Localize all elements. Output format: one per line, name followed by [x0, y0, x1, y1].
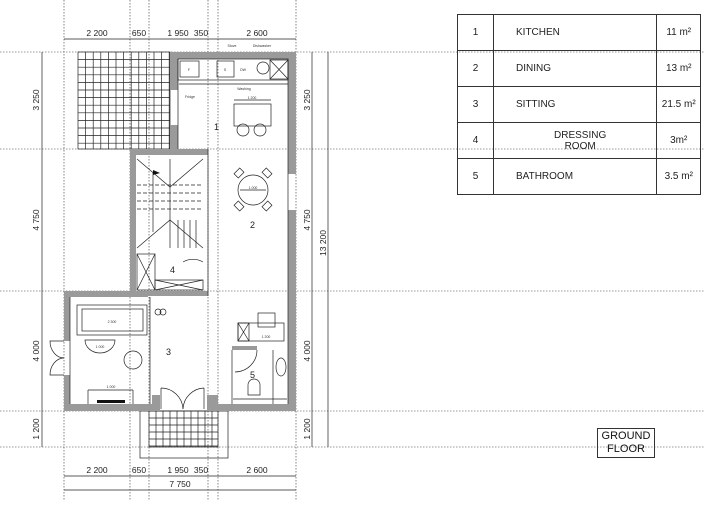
room-area: 3m² — [656, 122, 702, 159]
room-name: BATHROOM — [492, 158, 658, 195]
sitting-furniture: 2 300 1 000 1 000 — [49, 304, 167, 404]
bottom-dim: 650 — [132, 465, 146, 475]
bottom-dim: 2 200 — [86, 465, 108, 475]
kitchen-table: 1 200 — [233, 96, 272, 137]
room-no: 3 — [457, 86, 494, 123]
washing-label: Washing — [237, 87, 251, 91]
stove-mark: S — [224, 68, 227, 72]
room-area: 3.5 m² — [656, 158, 702, 195]
right-dim: 1 200 — [302, 418, 312, 440]
room-no: 5 — [457, 158, 494, 195]
desk: 1 200 — [237, 312, 285, 342]
title-line-2: FLOOR — [607, 443, 645, 455]
room-number-4: 4 — [170, 265, 175, 275]
bottom-dim: 2 600 — [246, 465, 268, 475]
room-name: SITTING — [492, 86, 658, 123]
fridge-label: Fridge — [185, 95, 195, 99]
total-width-dim: 7 750 — [169, 479, 191, 489]
terrace — [77, 51, 171, 150]
dishwasher-label: Dishwasher — [253, 44, 272, 48]
top-dim: 650 — [132, 28, 146, 38]
left-dim: 1 200 — [31, 418, 41, 440]
porch — [148, 410, 219, 448]
dressing-room-fittings — [136, 253, 204, 291]
kitchen-counter: F S DW Stove Dishwasher Fridge Washing — [177, 44, 289, 99]
dishwasher-mark: DW — [240, 68, 247, 72]
entrance-door[interactable] — [160, 387, 205, 410]
room-name: KITCHEN — [492, 14, 658, 51]
top-dim: 350 — [194, 28, 208, 38]
tv-unit-dim: 1 000 — [107, 385, 116, 389]
coffee-table-dim: 1 000 — [96, 345, 105, 349]
room-no: 1 — [457, 14, 494, 51]
title-line-1: GROUND — [601, 430, 651, 442]
desk-dim: 1 200 — [262, 335, 271, 339]
total-height-dim: 13 200 — [318, 230, 328, 256]
dining-table-dim: 1 000 — [249, 186, 258, 190]
right-dim: 4 750 — [302, 209, 312, 231]
sofa-dim: 2 300 — [108, 320, 117, 324]
left-dim: 3 250 — [31, 89, 41, 111]
left-dim: 4 750 — [31, 209, 41, 231]
room-area: 13 m² — [656, 50, 702, 87]
room-area: 21.5 m² — [656, 86, 702, 123]
fridge-mark: F — [188, 68, 190, 72]
top-dim: 1 950 — [167, 28, 189, 38]
room-no: 2 — [457, 50, 494, 87]
room-name: DRESSING ROOM — [492, 122, 658, 159]
room-number-3: 3 — [166, 347, 171, 357]
right-dim: 4 000 — [302, 340, 312, 362]
room-number-1: 1 — [214, 122, 219, 132]
left-dim: 4 000 — [31, 340, 41, 362]
room-number-5: 5 — [250, 370, 255, 380]
room-no: 4 — [457, 122, 494, 159]
dimension-lines — [41, 38, 329, 491]
top-dim: 2 600 — [246, 28, 268, 38]
dining-table: 1 000 — [233, 167, 273, 212]
stove-label: Stove — [228, 44, 237, 48]
top-dim: 2 200 — [86, 28, 108, 38]
kitchen-table-dim: 1 200 — [248, 96, 257, 100]
right-dim: 3 250 — [302, 89, 312, 111]
room-name: DINING — [492, 50, 658, 87]
walls — [64, 52, 296, 411]
room-number-2: 2 — [250, 220, 255, 230]
bottom-dim: 1 950 — [167, 465, 189, 475]
room-area: 11 m² — [656, 14, 702, 51]
staircase — [136, 158, 204, 249]
bathroom-fittings — [233, 349, 287, 400]
drawing-title-label: GROUND FLOOR — [597, 428, 655, 458]
bottom-dim: 350 — [194, 465, 208, 475]
